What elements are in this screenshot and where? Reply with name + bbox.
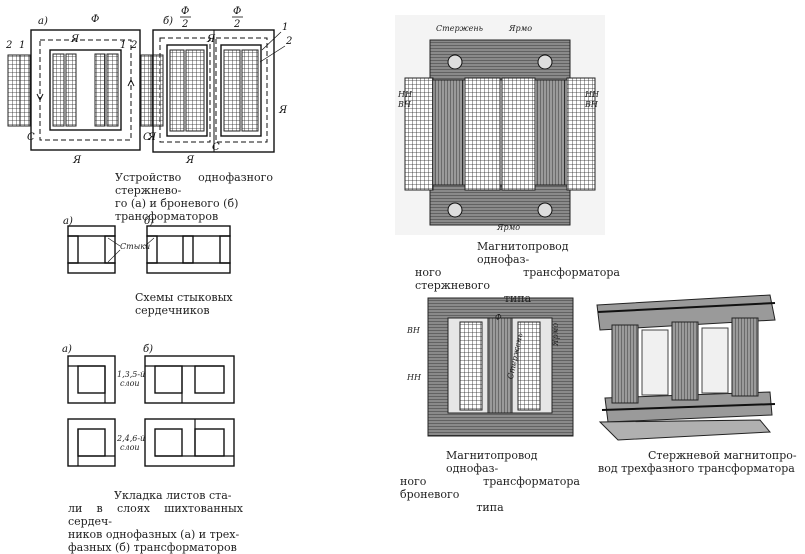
fig1-yoke-b-left: Я [147, 132, 157, 143]
photo2-yoke: Ярмо [551, 323, 560, 347]
fig2-joints-label: Стыки [120, 242, 150, 251]
fig2-label-b: б) [144, 216, 154, 227]
fig1-caption-line2: го (а) и броневого (б) трансформаторов [115, 197, 239, 223]
fig1-rod-b: С [212, 142, 220, 153]
fig1-label-a: а) [38, 16, 48, 27]
fig1-flux-symbol: Ф [91, 14, 99, 25]
photo1-vn-left: ВН [397, 100, 412, 109]
fig1-caption-line1: Устройство однофазного стержнево- [115, 171, 273, 197]
fig3-label-b: б) [143, 344, 153, 355]
fig3-caption: Укладка листов ста- ли в слоях шихтованн… [68, 489, 243, 554]
photo1-caption-line1: Магнитопровод однофаз- [477, 240, 569, 266]
photo2-caption-line3: типа [476, 501, 504, 514]
photo2-vn: ВН [406, 326, 421, 335]
fig1-flux-den-right: 2 [233, 19, 240, 30]
fig1-yoke-b-right: Я [278, 105, 288, 116]
fig1-num-1-left: 1 [19, 40, 25, 51]
fig1-label-b: б) [163, 16, 173, 27]
fig2-caption-line1: Схемы стыковых [135, 291, 233, 304]
photo3-caption-line1: Стержневой магнитопро- [648, 449, 797, 462]
fig1-num-1-right: 1 [120, 40, 126, 51]
fig3-caption-line1: Укладка листов ста- [114, 489, 232, 502]
fig1-num-2-right: 2 [130, 40, 137, 51]
photo2-caption-line1: Магнитопровод однофаз- [446, 449, 538, 475]
fig1-rod-right: С [143, 132, 151, 143]
fig1-yoke-bottom: Я [72, 155, 82, 166]
photo1-vn-right: ВН [584, 100, 599, 109]
fig1-rod-left: С [27, 132, 35, 143]
butt-joint-diagram: а) б) Стыки [63, 216, 231, 274]
three-phase-photo [596, 294, 776, 441]
photo1-rod-label: Стержень [436, 24, 483, 33]
fig3-layer-even-2: слои [120, 443, 140, 452]
fig3-caption-line2: ли в слоях шихтованных сердеч- [68, 502, 243, 528]
fig1-yoke-top: Я [70, 34, 80, 45]
shell-type-diagram: б) Ф 2 Ф 2 Я Я Я Я С 1 2 [147, 6, 292, 166]
photo2-flux: Ф [495, 313, 502, 322]
lamination-diagram: а) б) 1,3,5-й слои 2,4,6-й слои [62, 344, 235, 467]
photo2-caption: Магнитопровод однофаз- ного трансформато… [400, 449, 580, 514]
fig1-flux-den-left: 2 [181, 19, 188, 30]
fig1-caption: Устройство однофазного стержнево- го (а)… [115, 171, 273, 223]
photo1-yoke-bottom: Ярмо [496, 223, 520, 232]
fig3-layer-even-1: 2,4,6-й [116, 434, 145, 443]
photo1-nn-left: НН [397, 90, 413, 99]
fig3-layer-odd-1: 1,3,5-й [117, 370, 145, 379]
fig3-label-a: а) [62, 344, 72, 355]
photo1-nn-right: НН [584, 90, 600, 99]
fig3-caption-line3: ников однофазных (а) и трех- [68, 528, 240, 541]
fig1-num-2-left: 2 [5, 40, 12, 51]
fig2-label-a: а) [63, 216, 73, 227]
shell-type-photo: ВН НН Ф Стержень Ярмо [406, 297, 574, 437]
photo2-caption-line2: ного трансформатора броневого [400, 475, 580, 501]
photo1-caption-line2: ного трансформатора стержневого [415, 266, 620, 292]
photo3-caption-line2: вод трехфазного трансформатора [598, 462, 795, 475]
core-type-photo: Стержень Ярмо Ярмо НН ВН НН ВН [395, 15, 605, 235]
fig2-caption: Схемы стыковых сердечников [135, 291, 235, 317]
photo1-caption-line3: типа [503, 292, 532, 305]
fig3-layer-odd-2: слои [120, 379, 140, 388]
fig1-num-2-b: 2 [285, 36, 292, 47]
photo2-nn: НН [406, 373, 422, 382]
fig1-num-1-b: 1 [282, 22, 288, 33]
photo1-yoke-top: Ярмо [508, 24, 532, 33]
fig1-flux-half-right: Ф [233, 6, 241, 17]
photo1-caption: Магнитопровод однофаз- ного трансформато… [415, 240, 620, 305]
photo3-caption: Стержневой магнитопро- вод трехфазного т… [598, 449, 798, 475]
core-type-diagram: а) Ф Я Я С С 2 1 1 2 [5, 14, 164, 166]
fig2-caption-line2: сердечников [135, 304, 210, 317]
fig1-flux-half-left: Ф [181, 6, 189, 17]
fig1-yoke-b-top: Я [206, 34, 216, 45]
fig1-yoke-b-bottom: Я [185, 155, 195, 166]
